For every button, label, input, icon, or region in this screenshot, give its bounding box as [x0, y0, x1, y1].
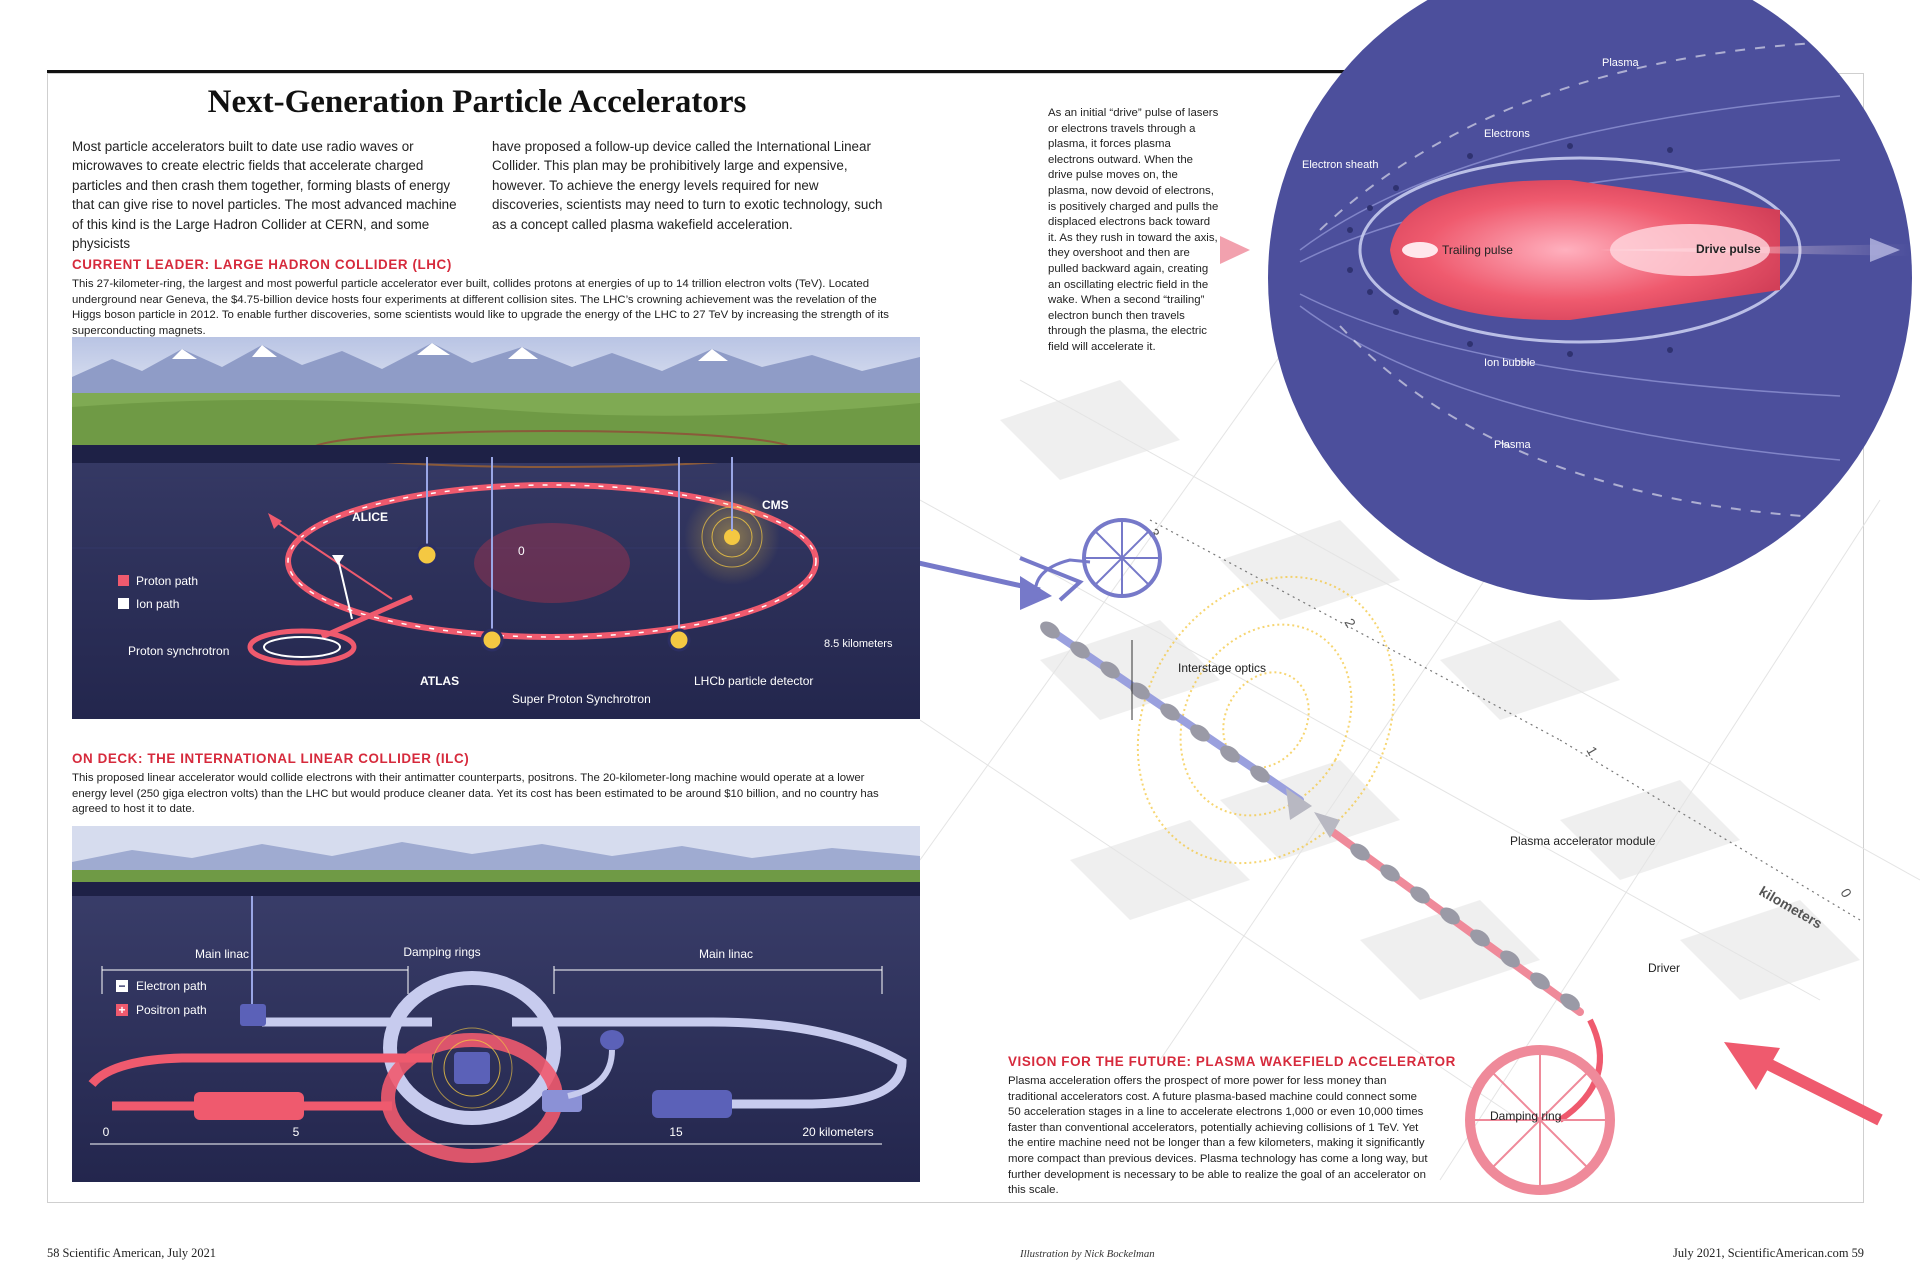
- interstage-label: Interstage optics: [1178, 661, 1266, 675]
- atlas-label: ATLAS: [420, 674, 459, 688]
- electron-swatch: [116, 980, 128, 992]
- ilc-body: This proposed linear accelerator would c…: [72, 772, 879, 816]
- scale-5: 5: [293, 1125, 300, 1139]
- plasma-bottom-label: Plasma: [1494, 439, 1532, 451]
- plasma-explanation: As an initial “drive” pulse of lasers or…: [1048, 107, 1219, 353]
- lhc-distance-label: 8.5 kilometers: [824, 638, 893, 650]
- ion-swatch: [118, 598, 129, 609]
- main-linac-left-label: Main linac: [195, 947, 249, 961]
- scale-0: 0: [103, 1125, 110, 1139]
- intro-column-2: have proposed a follow-up device called …: [492, 139, 883, 232]
- sps-label: Super Proton Synchrotron: [512, 692, 651, 706]
- minus-icon: −: [118, 979, 125, 993]
- top-rule: [47, 70, 1367, 73]
- wakefield-map: 3 2 1 0 kilometers: [920, 300, 1920, 1195]
- ps-label: Proton synchrotron: [128, 644, 229, 658]
- page-title: Next-Generation Particle Accelerators: [207, 84, 747, 120]
- ilc-illustration: Main linac Damping rings Main linac 0 5 …: [72, 826, 920, 1182]
- positron-swatch: [116, 1004, 128, 1016]
- drive-pulse-label: Drive pulse: [1696, 242, 1761, 256]
- plus-icon: +: [118, 1003, 125, 1017]
- cms-label: CMS: [762, 498, 789, 512]
- proton-legend: Proton path: [136, 574, 198, 588]
- main-linac-right-label: Main linac: [699, 947, 753, 961]
- footer-left: 58 Scientific American, July 2021: [47, 1246, 216, 1260]
- footer-right: July 2021, ScientificAmerican.com 59: [1673, 1246, 1864, 1260]
- scale-20: 20 kilometers: [802, 1125, 873, 1139]
- module-label: Plasma accelerator module: [1510, 834, 1656, 848]
- ion-legend: Ion path: [136, 597, 179, 611]
- lhc-illustration: ALICE CMS ATLAS LHCb particle detector S…: [72, 337, 920, 719]
- future-heading: VISION FOR THE FUTURE: PLASMA WAKEFIELD …: [1008, 1054, 1456, 1069]
- zero-label: 0: [518, 544, 525, 558]
- future-body: Plasma acceleration offers the prospect …: [1008, 1075, 1428, 1197]
- plasma-top-label: Plasma: [1602, 57, 1640, 69]
- electrons-label: Electrons: [1484, 128, 1530, 140]
- plasma-inset: Plasma Electrons Electron sheath Trailin…: [1220, 0, 1912, 600]
- tick-0-label: 0: [1837, 886, 1855, 901]
- electron-legend: Electron path: [136, 979, 207, 993]
- alice-label: ALICE: [352, 510, 388, 524]
- page-frame: [47, 73, 1864, 1203]
- proton-swatch: [118, 575, 129, 586]
- intro-column-1: Most particle accelerators built to date…: [72, 139, 457, 252]
- lhc-body: This 27-kilometer-ring, the largest and …: [72, 278, 890, 337]
- ion-bubble-label: Ion bubble: [1484, 357, 1535, 369]
- scale-15: 15: [669, 1125, 683, 1139]
- electron-sheath-label: Electron sheath: [1302, 159, 1378, 171]
- lhc-heading: CURRENT LEADER: LARGE HADRON COLLIDER (L…: [72, 257, 452, 272]
- ilc-heading: ON DECK: THE INTERNATIONAL LINEAR COLLID…: [72, 751, 470, 766]
- footer-credit: Illustration by Nick Bockelman: [1020, 1248, 1155, 1260]
- trailing-pulse-label: Trailing pulse: [1442, 243, 1513, 257]
- driver-label: Driver: [1648, 961, 1680, 975]
- damping-rings-label: Damping rings: [403, 945, 480, 959]
- lhcb-label: LHCb particle detector: [694, 674, 813, 688]
- positron-legend: Positron path: [136, 1003, 207, 1017]
- damping-ring-label: Damping ring: [1490, 1109, 1561, 1123]
